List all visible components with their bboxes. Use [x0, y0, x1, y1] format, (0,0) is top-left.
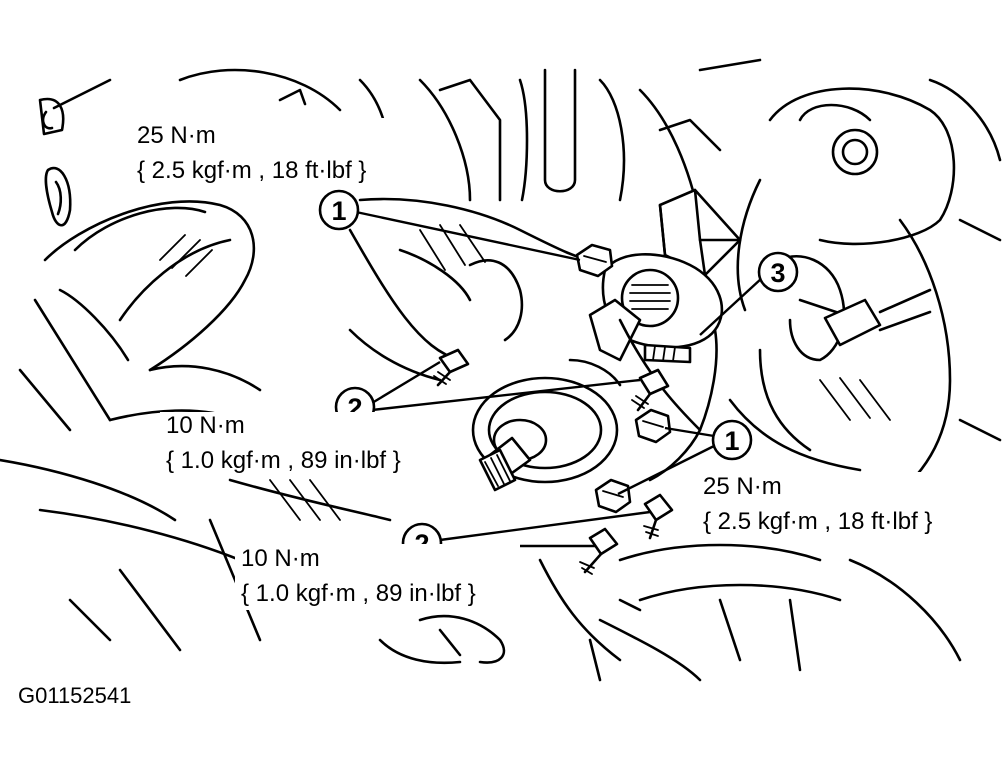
callout-1-right-number: 1 [724, 426, 739, 456]
torque-spec-mid-left: 10 N·m { 1.0 kgf·m , 89 in·lbf } [160, 412, 450, 476]
torque-spec-upper-left: 25 N·m { 2.5 kgf·m , 18 ft·lbf } [130, 118, 415, 186]
bolt-mid-2 [631, 368, 670, 412]
leader-lines [355, 210, 763, 548]
torque-mid-left-value: 10 N·m [166, 412, 245, 439]
figure-code: G01152541 [18, 683, 131, 708]
callout-1-upper: 1 [318, 189, 360, 231]
callout-1-right: 1 [711, 419, 753, 461]
torque-spec-right: 25 N·m { 2.5 kgf·m , 18 ft·lbf } [696, 472, 974, 536]
fasteners [433, 243, 674, 575]
callout-3-upper-number: 3 [770, 258, 785, 288]
callout-3-upper: 3 [757, 251, 799, 293]
torque-spec-lower-left: 10 N·m { 1.0 kgf·m , 89 in·lbf } [235, 544, 520, 610]
nut-right-1b [594, 478, 632, 514]
bolt-lower-2a [643, 493, 674, 540]
bolt-left-2 [433, 348, 470, 387]
torque-lower-left-value: 10 N·m [241, 545, 320, 572]
nut-right-1a [634, 408, 672, 444]
torque-right-detail: { 2.5 kgf·m , 18 ft·lbf } [703, 508, 932, 535]
callout-1-upper-number: 1 [331, 196, 346, 226]
torque-upper-left-detail: { 2.5 kgf·m , 18 ft·lbf } [137, 157, 366, 184]
nut-upper-1 [575, 243, 614, 278]
torque-upper-left-value: 25 N·m [137, 122, 216, 149]
torque-right-value: 25 N·m [703, 473, 782, 500]
torque-mid-left-detail: { 1.0 kgf·m , 89 in·lbf } [166, 447, 401, 474]
bolt-lower-2b [579, 527, 619, 575]
central-component [471, 188, 742, 492]
torque-lower-left-detail: { 1.0 kgf·m , 89 in·lbf } [241, 580, 476, 607]
